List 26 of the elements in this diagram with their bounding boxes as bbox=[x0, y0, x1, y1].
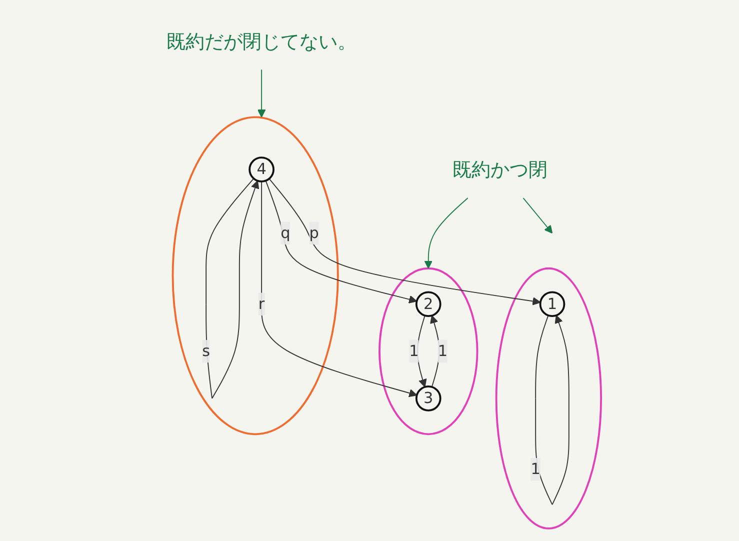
arrow bbox=[268, 178, 541, 306]
arrow bbox=[430, 315, 440, 388]
arrow bbox=[265, 180, 418, 304]
node-circle: 2 bbox=[415, 291, 442, 318]
arrow bbox=[261, 181, 418, 398]
arrow bbox=[424, 198, 468, 269]
arrow bbox=[416, 315, 427, 388]
node-circle: 4 bbox=[248, 156, 274, 182]
arrow bbox=[206, 178, 260, 399]
cluster bbox=[495, 267, 602, 530]
edge-label: s bbox=[202, 342, 210, 360]
arrow bbox=[257, 69, 266, 118]
edge-label: 1 bbox=[409, 342, 419, 360]
arrow bbox=[522, 198, 553, 234]
edge-label: q bbox=[280, 224, 290, 242]
arrow bbox=[535, 314, 570, 505]
node-text: 既約だが閉じてない。 bbox=[166, 30, 357, 53]
edge-label: 1 bbox=[530, 460, 540, 478]
cluster bbox=[378, 267, 478, 436]
node-circle: 3 bbox=[415, 386, 442, 412]
edge-label: 1 bbox=[438, 342, 448, 360]
node-circle: 1 bbox=[539, 291, 566, 318]
edge-label: r bbox=[258, 294, 265, 313]
edge-label: p bbox=[309, 224, 319, 242]
node-text: 既約かつ閉 bbox=[452, 158, 548, 181]
cluster bbox=[172, 116, 339, 436]
